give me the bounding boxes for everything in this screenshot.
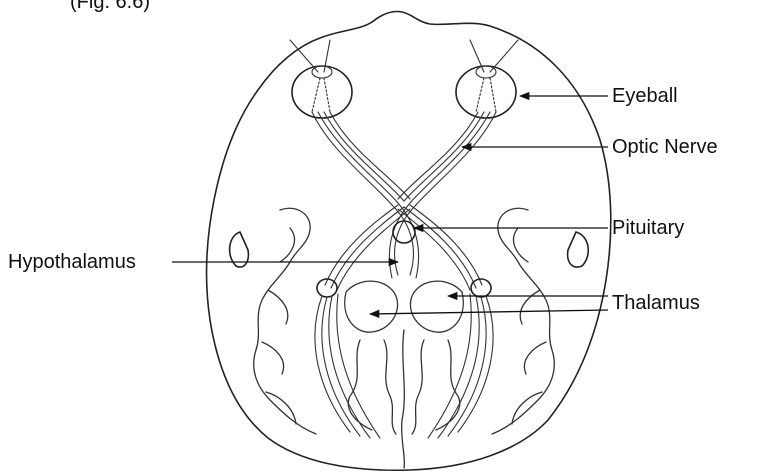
right-ear <box>568 232 589 267</box>
right-eye <box>456 40 518 118</box>
thalamus-label: Thalamus <box>612 293 700 313</box>
left-hemisphere-folds <box>254 208 396 434</box>
right-thalamus <box>410 281 463 332</box>
left-thalamus <box>345 281 398 332</box>
optic-nerve-label: Optic Nerve <box>612 137 718 157</box>
pituitary-label: Pituitary <box>612 218 684 238</box>
left-eye <box>290 40 352 118</box>
longitudinal-fissure <box>402 330 405 468</box>
pituitary-gland <box>393 221 415 243</box>
right-hemisphere-folds <box>412 208 554 434</box>
eyeball-label: Eyeball <box>612 86 678 106</box>
thalamus-pointer-lower <box>370 310 608 314</box>
hypothalamus-label: Hypothalamus <box>8 252 136 272</box>
skull-outline <box>207 11 611 470</box>
